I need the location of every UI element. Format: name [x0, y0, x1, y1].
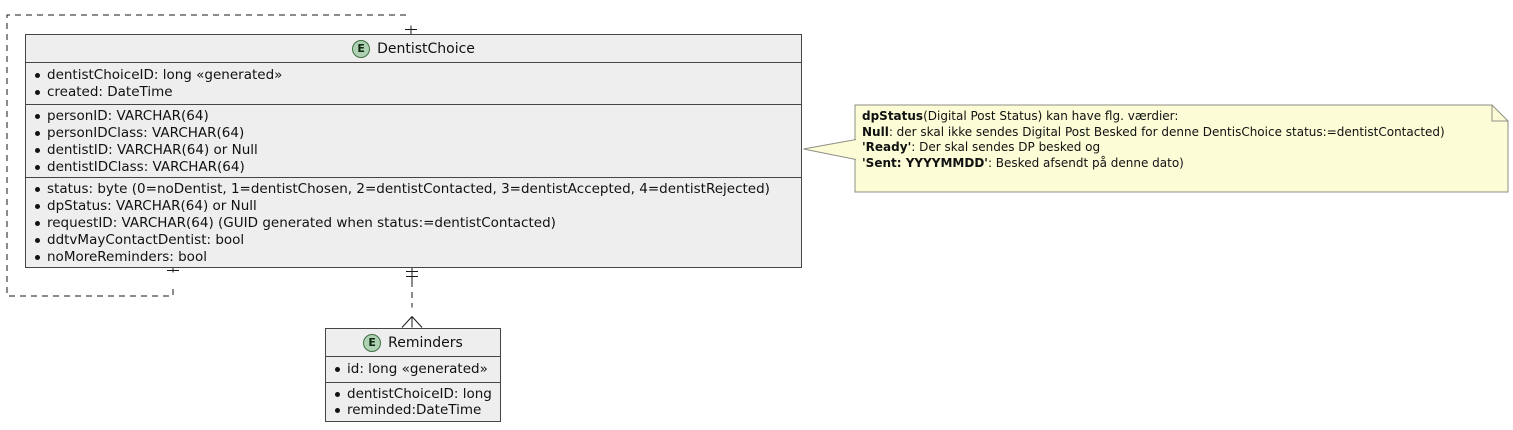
exactly-one-marker — [406, 271, 418, 277]
attribute-row: personID: VARCHAR(64) — [26, 108, 801, 125]
attribute-text: noMoreReminders: bool — [47, 249, 207, 265]
attribute-text: reminded:DateTime — [347, 402, 482, 418]
attribute-row: dentistChoiceID: long — [326, 386, 500, 402]
attribute-row: personIDClass: VARCHAR(64) — [26, 125, 801, 142]
attribute-row: dentistChoiceID: long «generated» — [26, 67, 801, 84]
zero-or-one-marker-bottom — [167, 267, 179, 283]
note-term: Null — [862, 124, 889, 139]
bullet-icon — [35, 148, 40, 153]
note-line: 'Sent: YYYYMMDD': Besked afsendt på denn… — [862, 156, 1502, 172]
note-line-text: : der skal ikke sendes Digital Post Besk… — [888, 124, 1445, 139]
entity-spot-icon: E — [363, 333, 382, 352]
note-line: 'Ready': Der skal sendes DP besked og — [862, 140, 1502, 156]
zero-or-many-marker — [401, 307, 423, 328]
entity-reminders: E Reminders id: long «generated» dentist… — [325, 328, 501, 422]
zero-or-one-marker-top — [405, 15, 417, 34]
note-line: Null: der skal ikke sendes Digital Post … — [862, 125, 1502, 141]
entity-header: E Reminders — [326, 329, 500, 357]
attribute-text: created: DateTime — [47, 84, 173, 100]
compartment-status: status: byte (0=noDentist, 1=dentistChos… — [26, 177, 801, 269]
bullet-icon — [35, 73, 40, 78]
attribute-text: status: byte (0=noDentist, 1=dentistChos… — [47, 181, 770, 197]
attribute-text: requestID: VARCHAR(64) (GUID generated w… — [47, 215, 556, 231]
note-shape — [803, 104, 1509, 193]
note-line-text: : Der skal sendes DP besked og — [911, 140, 1101, 154]
entity-dentist-choice: E DentistChoice dentistChoiceID: long «g… — [25, 34, 802, 268]
note-term: 'Ready' — [862, 140, 912, 154]
bullet-icon — [35, 238, 40, 243]
bullet-icon — [35, 90, 40, 95]
entity-spot-icon: E — [352, 39, 371, 58]
entity-header: E DentistChoice — [26, 35, 801, 63]
bullet-icon — [35, 204, 40, 209]
bullet-icon — [335, 407, 340, 413]
bullet-icon — [335, 367, 340, 372]
entity-title: DentistChoice — [377, 40, 475, 57]
self-relation-link — [6, 14, 417, 297]
note-pointer — [803, 139, 857, 160]
compartment-identity: personID: VARCHAR(64) personIDClass: VAR… — [26, 104, 801, 177]
bullet-icon — [35, 131, 40, 136]
note-line: dpStatus(Digital Post Status) kan have f… — [862, 109, 1502, 125]
attribute-row: noMoreReminders: bool — [26, 249, 801, 266]
reminders-link — [401, 267, 423, 328]
attribute-row: status: byte (0=noDentist, 1=dentistChos… — [26, 181, 801, 198]
bullet-icon — [35, 221, 40, 226]
note-fold-icon — [1491, 105, 1508, 122]
note-line-text: (Digital Post Status) kan have flg. værd… — [923, 109, 1179, 123]
attribute-text: dpStatus: VARCHAR(64) or Null — [47, 198, 257, 214]
attribute-row: reminded:DateTime — [326, 402, 500, 418]
attribute-row: requestID: VARCHAR(64) (GUID generated w… — [26, 215, 801, 232]
compartment-keys: id: long «generated» — [326, 357, 500, 382]
attribute-text: personIDClass: VARCHAR(64) — [47, 125, 245, 141]
note-term: 'Sent: YYYYMMDD' — [862, 155, 988, 170]
attribute-row: dentistIDClass: VARCHAR(64) — [26, 159, 801, 176]
bullet-icon — [335, 391, 340, 397]
attribute-row: id: long «generated» — [326, 361, 500, 378]
attribute-text: dentistID: VARCHAR(64) or Null — [47, 142, 258, 158]
attribute-row: dentistID: VARCHAR(64) or Null — [26, 142, 801, 159]
attribute-text: dentistIDClass: VARCHAR(64) — [47, 159, 245, 175]
entity-title: Reminders — [388, 334, 463, 351]
attribute-text: dentistChoiceID: long — [347, 386, 492, 402]
note-background — [854, 104, 1509, 193]
bullet-icon — [35, 187, 40, 192]
bullet-icon — [35, 114, 40, 119]
attribute-text: personID: VARCHAR(64) — [47, 108, 209, 124]
bullet-icon — [35, 255, 40, 260]
compartment-fields: dentistChoiceID: long reminded:DateTime — [326, 382, 500, 421]
attribute-row: dpStatus: VARCHAR(64) or Null — [26, 198, 801, 215]
note-line-text: : Besked afsendt på denne dato) — [987, 155, 1184, 170]
note-term: dpStatus — [862, 109, 924, 123]
attribute-text: dentistChoiceID: long «generated» — [47, 67, 283, 83]
attribute-row: ddtvMayContactDentist: bool — [26, 232, 801, 249]
self-relation-line — [6, 14, 406, 297]
attribute-text: id: long «generated» — [347, 361, 488, 377]
note-dp-status: dpStatus(Digital Post Status) kan have f… — [862, 109, 1502, 171]
attribute-text: ddtvMayContactDentist: bool — [47, 232, 245, 248]
compartment-keys: dentistChoiceID: long «generated» create… — [26, 63, 801, 104]
bullet-icon — [35, 165, 40, 170]
attribute-row: created: DateTime — [26, 84, 801, 101]
